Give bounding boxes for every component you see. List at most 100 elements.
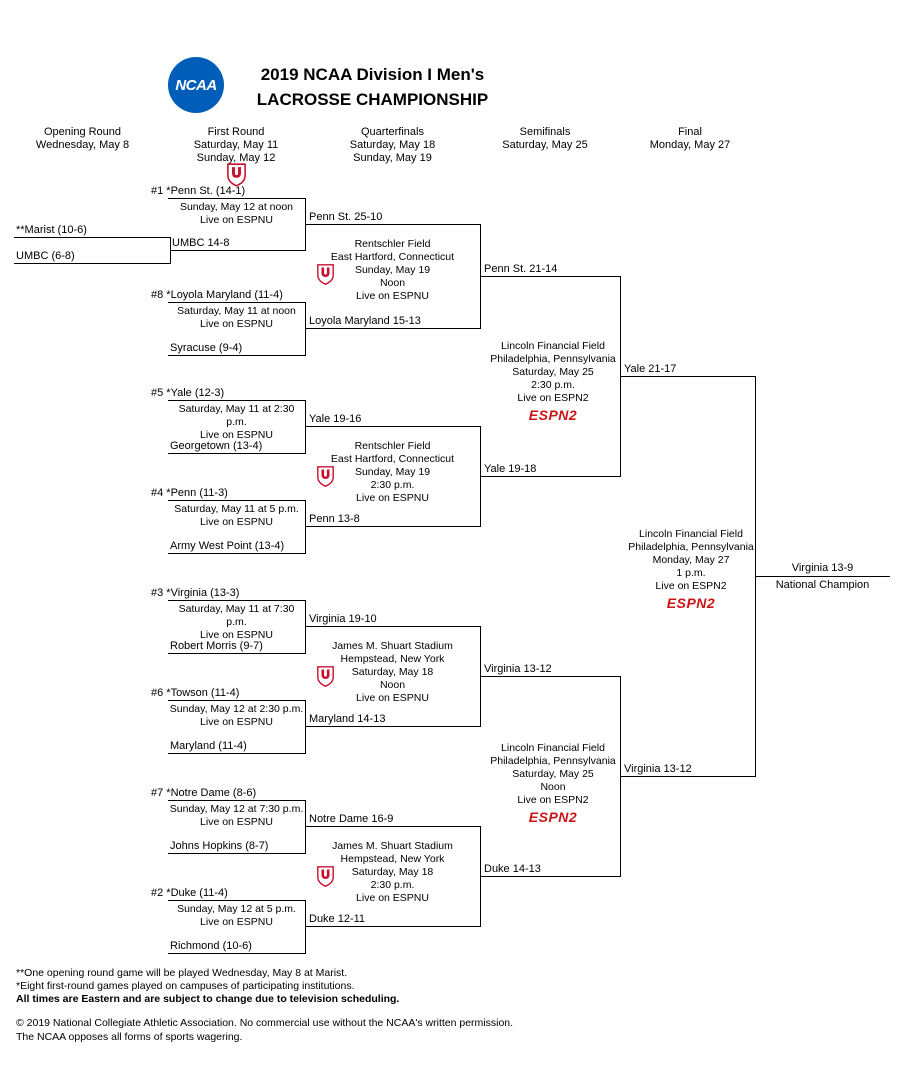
venue-time: 2:30 p.m. (370, 479, 415, 491)
venue-date: Saturday, May 25 (512, 768, 594, 780)
bracket-line (305, 426, 480, 427)
venue-broadcast: Live on ESPNU (356, 492, 429, 504)
game-schedule: Sunday, May 12 at 7:30 p.m. Live on ESPN… (168, 803, 305, 829)
column-header-quarterfinals: Quarterfinals Saturday, May 18 Sunday, M… (330, 126, 455, 165)
bracket-connector (305, 600, 306, 654)
round-label: First Round (207, 126, 265, 138)
semifinal-2-venue: Lincoln Financial Field Philadelphia, Pe… (483, 742, 623, 826)
espn2-logo: ESPN2 (528, 809, 578, 825)
team-syracuse: Syracuse (9-4) (170, 342, 243, 354)
bracket-connector (305, 900, 306, 954)
result-penn-st: Penn St. 25-10 (309, 211, 383, 223)
bracket-line (168, 553, 305, 554)
round-label: Final (678, 126, 702, 138)
venue-city: Philadelphia, Pennsylvania (628, 541, 754, 553)
venue-city: Philadelphia, Pennsylvania (490, 353, 616, 365)
game-broadcast: Live on ESPNU (200, 916, 273, 928)
bracket-line (305, 224, 480, 225)
quarterfinal-2-venue: Rentschler Field East Hartford, Connecti… (305, 440, 480, 505)
result-maryland: Maryland 14-13 (309, 713, 386, 725)
team-georgetown: Georgetown (13-4) (170, 440, 263, 452)
team-umbc: UMBC (6-8) (16, 250, 75, 262)
round-date: Sunday, May 19 (353, 152, 432, 164)
wagering-notice: The NCAA opposes all forms of sports wag… (16, 1031, 243, 1043)
footnote-first-round: *Eight first-round games played on campu… (16, 980, 355, 992)
bracket-line (14, 237, 170, 238)
footnote-times: All times are Eastern and are subject to… (16, 993, 400, 1005)
column-header-final: Final Monday, May 27 (628, 126, 752, 152)
column-header-first-round: First Round Saturday, May 11 Sunday, May… (174, 126, 298, 165)
round-date: Sunday, May 12 (196, 152, 276, 164)
round-date: Monday, May 27 (649, 139, 731, 151)
game-time: Sunday, May 12 at 7:30 p.m. (169, 803, 304, 815)
game-broadcast: Live on ESPNU (200, 816, 273, 828)
result-qf-virginia: Virginia 13-12 (484, 663, 552, 675)
bracket-line (168, 600, 305, 601)
final-venue: Lincoln Financial Field Philadelphia, Pe… (621, 528, 761, 612)
venue-city: Philadelphia, Pennsylvania (490, 755, 616, 767)
round-date: Saturday, May 18 (349, 139, 436, 151)
venue-date: Saturday, May 18 (351, 866, 434, 878)
result-virginia: Virginia 19-10 (309, 613, 377, 625)
bracket-line (305, 926, 480, 927)
game-schedule: Saturday, May 11 at noon Live on ESPNU (168, 305, 305, 331)
result-penn: Penn 13-8 (309, 513, 360, 525)
bracket-line (168, 302, 305, 303)
championship-shield-icon (317, 466, 334, 487)
bracket-line (480, 676, 620, 677)
venue-name: Rentschler Field (354, 238, 431, 250)
game-time: Sunday, May 12 at 5 p.m. (177, 903, 296, 915)
venue-time: Noon (379, 679, 406, 691)
team-penn-st: #1 *Penn St. (14-1) (151, 185, 246, 197)
game-time: Saturday, May 11 at 7:30 p.m. (178, 603, 295, 628)
team-army-west-point: Army West Point (13-4) (170, 540, 285, 552)
quarterfinal-4-venue: James M. Shuart Stadium Hempstead, New Y… (305, 840, 480, 905)
venue-city: Hempstead, New York (340, 853, 445, 865)
bracket-line (168, 653, 305, 654)
venue-name: Lincoln Financial Field (639, 528, 743, 540)
bracket-line (620, 376, 755, 377)
result-yale: Yale 19-16 (309, 413, 362, 425)
game-broadcast: Live on ESPNU (200, 214, 273, 226)
bracket-line (480, 476, 620, 477)
bracket-line (168, 800, 305, 801)
game-broadcast: Live on ESPNU (200, 516, 273, 528)
team-marist: **Marist (10-6) (16, 224, 87, 236)
venue-name: Lincoln Financial Field (501, 340, 605, 352)
result-qf-penn-st: Penn St. 21-14 (484, 263, 558, 275)
round-label: Quarterfinals (361, 126, 424, 138)
result-loyola-maryland: Loyola Maryland 15-13 (309, 315, 421, 327)
game-broadcast: Live on ESPNU (200, 716, 273, 728)
quarterfinal-1-venue: Rentschler Field East Hartford, Connecti… (305, 238, 480, 303)
team-johns-hopkins: Johns Hopkins (8-7) (170, 840, 269, 852)
venue-city: East Hartford, Connecticut (330, 453, 455, 465)
venue-time: Noon (379, 277, 406, 289)
round-label: Opening Round (43, 126, 122, 138)
result-qf-duke: Duke 14-13 (484, 863, 541, 875)
venue-time: 2:30 p.m. (531, 379, 575, 391)
bracket-line (168, 453, 305, 454)
venue-time: Noon (540, 781, 566, 793)
venue-broadcast: Live on ESPNU (356, 892, 429, 904)
game-schedule: Saturday, May 11 at 7:30 p.m. Live on ES… (168, 603, 305, 642)
venue-date: Saturday, May 18 (351, 666, 434, 678)
title-line-1: 2019 NCAA Division I Men's (260, 65, 485, 84)
bracket-connector (305, 700, 306, 754)
bracket-line (305, 626, 480, 627)
game-schedule: Sunday, May 12 at 5 p.m. Live on ESPNU (168, 903, 305, 929)
result-duke: Duke 12-11 (309, 913, 366, 925)
result-sf-yale: Yale 21-17 (624, 363, 677, 375)
bracket-line (168, 753, 305, 754)
game-time: Sunday, May 12 at 2:30 p.m. (169, 703, 304, 715)
column-header-opening-round: Opening Round Wednesday, May 8 (20, 126, 145, 152)
venue-date: Monday, May 27 (652, 554, 730, 566)
team-towson: #6 *Towson (11-4) (151, 687, 240, 699)
bracket-line (620, 776, 755, 777)
copyright-notice: © 2019 National Collegiate Athletic Asso… (16, 1017, 514, 1029)
game-time: Saturday, May 11 at 2:30 p.m. (178, 403, 295, 428)
column-header-semifinals: Semifinals Saturday, May 25 (483, 126, 607, 152)
venue-broadcast: Live on ESPN2 (517, 794, 589, 806)
game-time: Saturday, May 11 at 5 p.m. (174, 503, 299, 515)
team-duke: #2 *Duke (11-4) (151, 887, 228, 899)
